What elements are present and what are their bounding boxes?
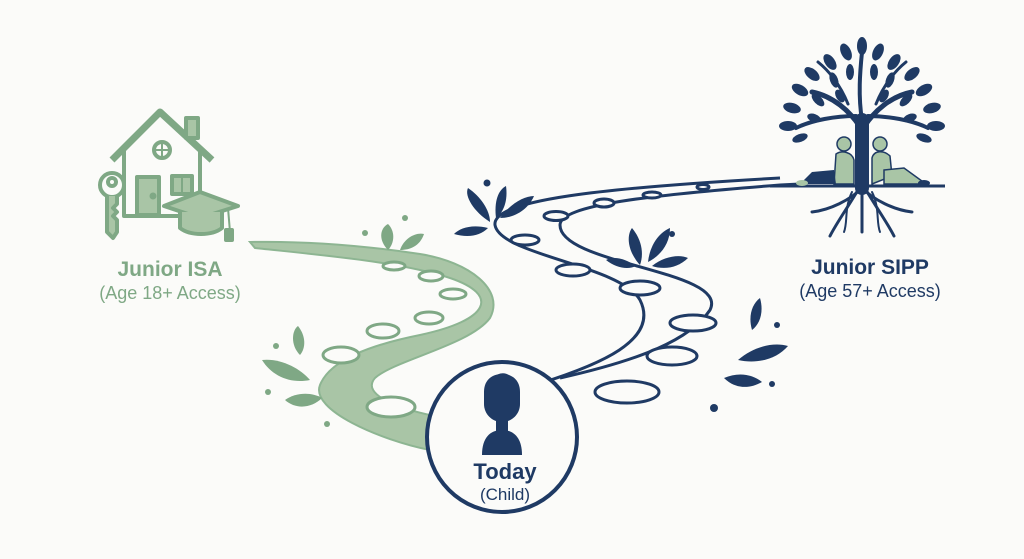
junior-isa-label: Junior ISA (Age 18+ Access) xyxy=(70,258,270,304)
isa-leaf-decoration xyxy=(262,215,424,427)
junior-sipp-title: Junior SIPP xyxy=(811,256,929,279)
junior-sipp-label: Junior SIPP (Age 57+ Access) xyxy=(770,256,970,302)
today-node xyxy=(425,360,579,514)
sipp-leaf-decoration xyxy=(454,179,788,412)
tree-with-retirees-icon xyxy=(770,37,945,238)
retiree-right-icon xyxy=(871,136,930,186)
isa-path xyxy=(247,215,495,452)
junior-isa-title: Junior ISA xyxy=(117,258,223,281)
house-key-graduation-cap-icon xyxy=(98,108,240,242)
today-label: Today (Child) xyxy=(430,460,580,506)
junior-sipp-subtitle: (Age 57+ Access) xyxy=(799,281,941,301)
junior-isa-subtitle: (Age 18+ Access) xyxy=(99,283,241,303)
today-subtitle: (Child) xyxy=(479,485,531,504)
sipp-stepping-stones xyxy=(509,183,718,405)
isa-stepping-stones xyxy=(321,260,468,419)
today-title: Today xyxy=(473,459,537,484)
retiree-left-icon xyxy=(796,136,855,186)
child-avatar-icon xyxy=(482,373,522,455)
